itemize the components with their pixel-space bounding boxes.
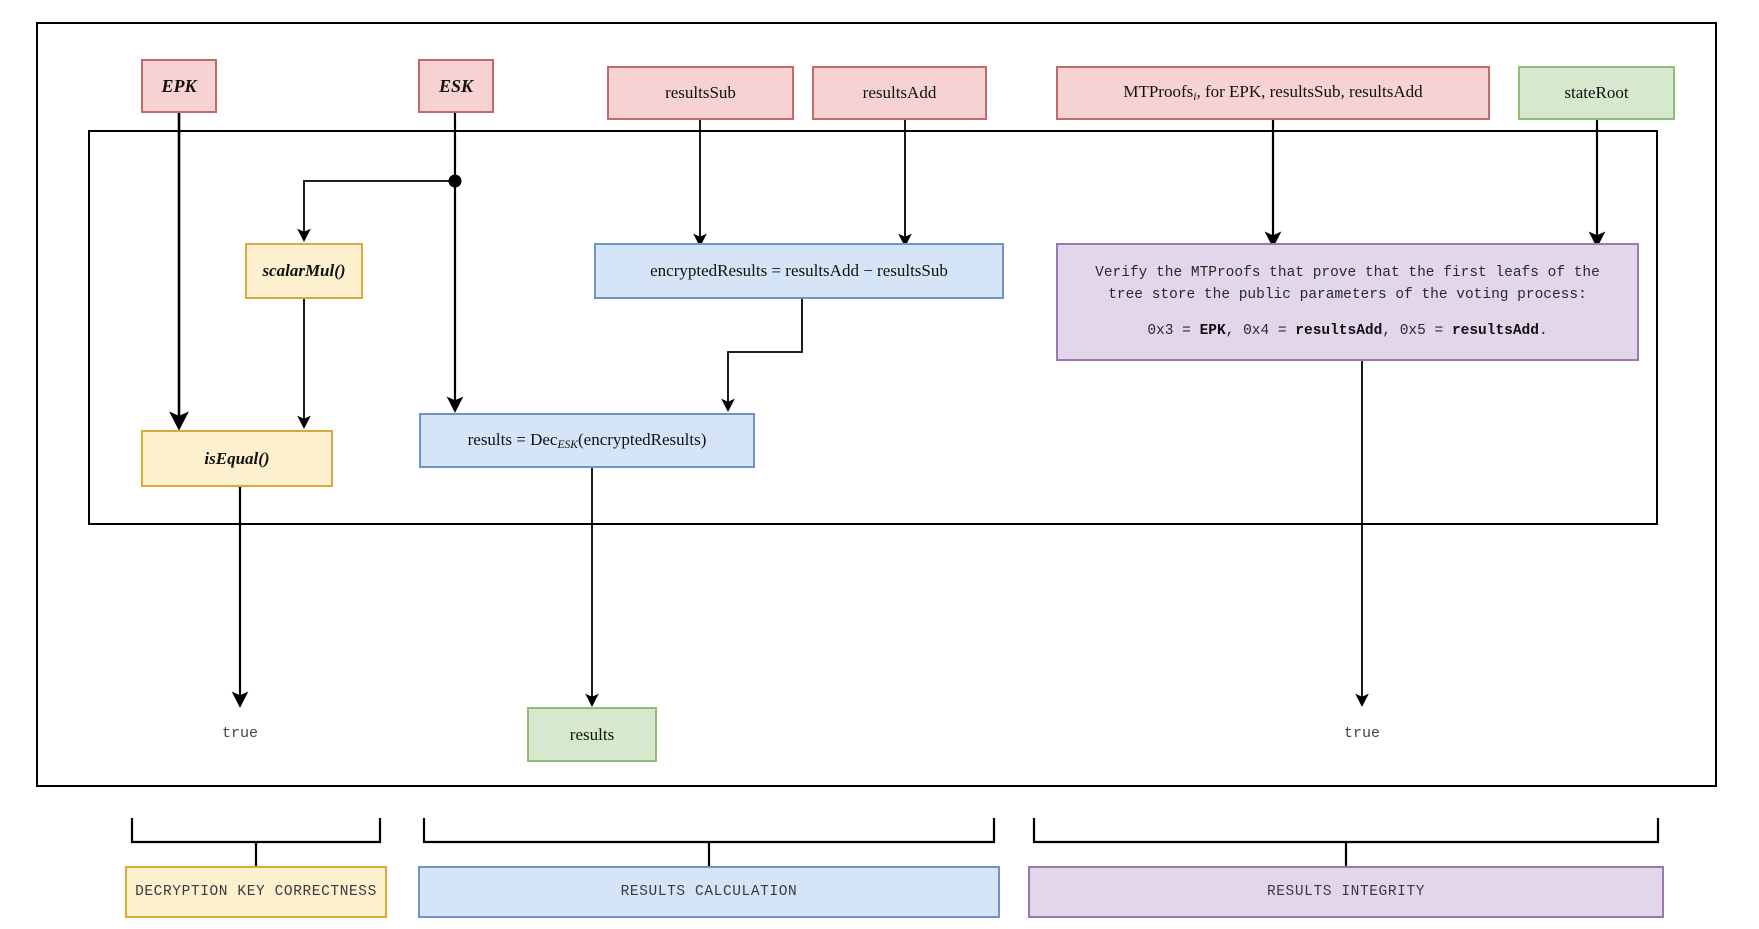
input-label-results-add: resultsAdd (862, 83, 937, 103)
verification-leaf-sep-1: , (1382, 322, 1400, 339)
verification-leaf-index-0: 0x3 (1147, 322, 1174, 339)
verification-leaf-index-1: 0x4 (1243, 322, 1270, 339)
input-label-mtproofs-suffix: , for EPK, resultsSub, resultsAdd (1196, 82, 1423, 102)
input-node-mtproofs[interactable]: MTProofsi, for EPK, resultsSub, resultsA… (1056, 66, 1490, 120)
legend-label-results-calculation: RESULTS CALCULATION (620, 884, 798, 900)
verification-leaf-sep-2: . (1538, 322, 1548, 339)
input-node-epk[interactable]: EPK (141, 59, 217, 113)
computation-label-decryption: results = DecESK(encryptedResults) (468, 429, 707, 453)
verification-leaf-list: 0x3 = EPK, 0x4 = resultsAdd, 0x5 = resul… (1076, 320, 1619, 342)
gadget-label-is-equal: isEqual() (204, 448, 270, 468)
bracket-decryption-key-correctness (130, 818, 382, 844)
input-label-epk: EPK (161, 75, 197, 96)
gadget-node-scalar-mul[interactable]: scalarMul() (245, 243, 363, 299)
verification-leaf-sep-0: , (1225, 322, 1244, 339)
output-true-key-correctness: true (180, 725, 300, 742)
verification-leaf-value-2: resultsAdd (1451, 322, 1539, 339)
verification-text: Verify the MTProofs that prove that the … (1058, 262, 1637, 342)
verification-leaf-eq-1: = (1269, 322, 1296, 339)
input-label-mtproofs-subscript: i (1193, 90, 1197, 104)
gadget-label-scalar-mul: scalarMul() (262, 261, 346, 281)
verification-leaf-index-2: 0x5 (1399, 322, 1426, 339)
input-node-results-add[interactable]: resultsAdd (812, 66, 987, 120)
input-label-mtproofs: MTProofsi, for EPK, resultsSub, resultsA… (1123, 81, 1422, 105)
output-label-true-left: true (221, 725, 258, 742)
verification-leaf-value-0: EPK (1199, 322, 1226, 339)
outer-circuit-frame (36, 22, 1717, 787)
output-label-results: results (569, 724, 615, 744)
gadget-node-is-equal[interactable]: isEqual() (141, 430, 333, 487)
legend-results-calculation[interactable]: RESULTS CALCULATION (418, 866, 1000, 918)
input-node-esk[interactable]: ESK (418, 59, 494, 113)
verification-node-mtproofs[interactable]: Verify the MTProofs that prove that the … (1056, 243, 1639, 361)
input-label-results-sub: resultsSub (665, 83, 736, 103)
output-true-integrity: true (1302, 725, 1422, 742)
bracket-results-integrity (1032, 818, 1660, 844)
legend-decryption-key-correctness[interactable]: DECRYPTION KEY CORRECTNESS (125, 866, 387, 918)
output-label-true-right: true (1343, 725, 1380, 742)
verification-leaf-eq-2: = (1425, 322, 1452, 339)
input-node-state-root[interactable]: stateRoot (1518, 66, 1675, 120)
verification-line-2: tree store the public parameters of the … (1108, 287, 1587, 304)
output-node-results[interactable]: results (527, 707, 657, 762)
computation-label-decryption-suffix: (encryptedResults) (577, 429, 707, 449)
computation-label-decryption-prefix: results = Dec (467, 429, 558, 449)
computation-node-encrypted-results[interactable]: encryptedResults = resultsAdd − resultsS… (594, 243, 1004, 299)
legend-label-results-integrity: RESULTS INTEGRITY (1266, 884, 1426, 900)
input-node-results-sub[interactable]: resultsSub (607, 66, 794, 120)
verification-line-1: Verify the MTProofs that prove that the … (1095, 264, 1600, 281)
computation-label-decryption-subscript: ESK (557, 437, 578, 451)
computation-node-decryption[interactable]: results = DecESK(encryptedResults) (419, 413, 755, 468)
bracket-results-calculation (422, 818, 996, 844)
computation-label-encrypted-results: encryptedResults = resultsAdd − resultsS… (650, 261, 948, 281)
input-label-esk: ESK (438, 75, 474, 96)
legend-label-decryption-key-correctness: DECRYPTION KEY CORRECTNESS (135, 884, 377, 900)
input-label-state-root: stateRoot (1564, 83, 1629, 103)
inner-circuit-frame (88, 130, 1658, 525)
legend-results-integrity[interactable]: RESULTS INTEGRITY (1028, 866, 1664, 918)
input-label-mtproofs-prefix: MTProofs (1123, 82, 1194, 102)
verification-leaf-value-1: resultsAdd (1295, 322, 1383, 339)
verification-leaf-eq-0: = (1173, 322, 1200, 339)
